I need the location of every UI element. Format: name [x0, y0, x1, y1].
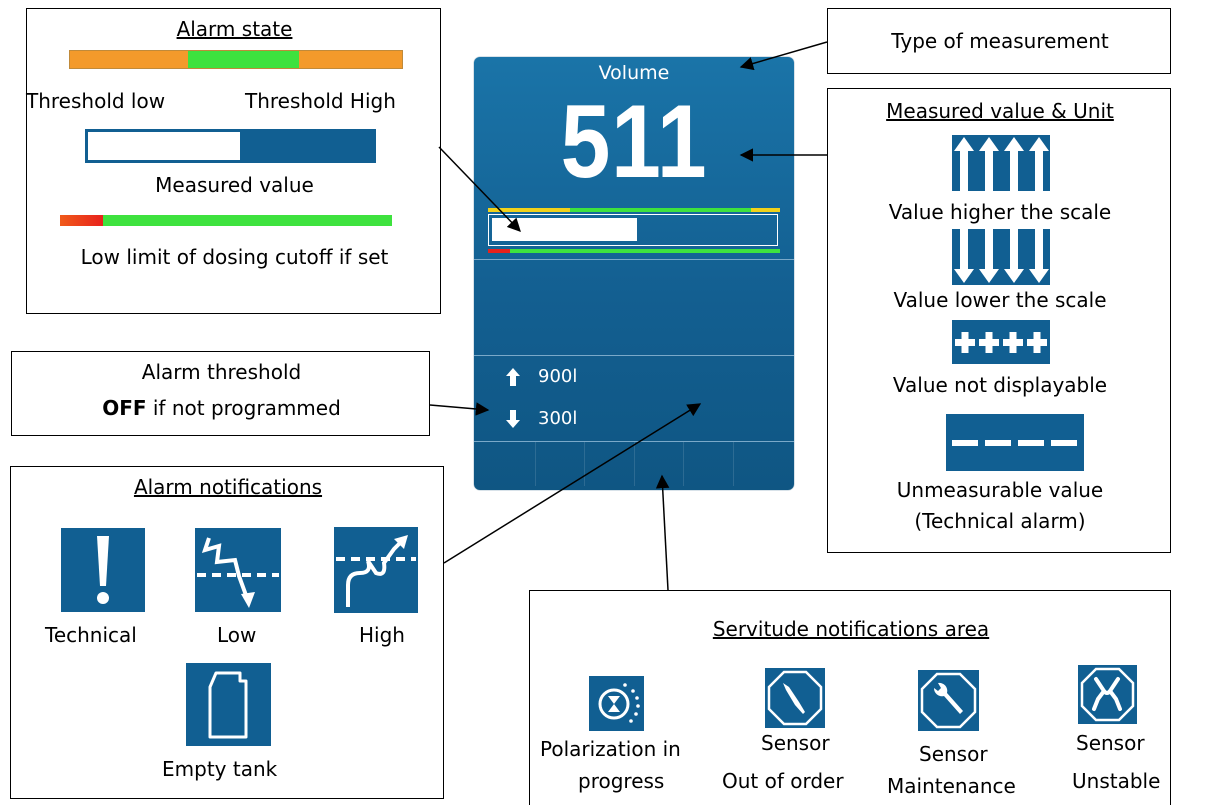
servitude-slots — [486, 442, 782, 486]
maintenance-label-line1: Sensor — [919, 742, 988, 766]
sensor-out-of-order-icon — [765, 668, 825, 728]
alarm-state-box: Alarm state Threshold low Threshold High… — [26, 8, 441, 314]
measured-value-display: 511 — [560, 84, 708, 200]
maintenance-label-line2: Maintenance — [887, 774, 1016, 798]
unstable-label-line2: Unstable — [1072, 769, 1161, 793]
measured-value-label: Measured value — [155, 173, 314, 197]
higher-scale-label: Value higher the scale — [888, 200, 1112, 224]
alarm-threshold-box: Alarm threshold OFF if not programmed — [11, 351, 430, 436]
off-note: if not programmed — [146, 396, 341, 420]
gauge-fill — [492, 218, 637, 241]
polarization-label-line1: Polarization in — [540, 737, 681, 761]
up-arrows-icon — [952, 135, 1050, 191]
type-of-measurement-label: Type of measurement — [891, 29, 1109, 53]
plus-signs-icon — [952, 320, 1050, 364]
gauge-threshold-bar — [488, 208, 780, 212]
technical-label: Technical — [45, 623, 137, 647]
high-alarm-icon — [334, 527, 418, 613]
alarm-threshold-title: Alarm threshold — [141, 360, 302, 384]
low-threshold-value: 300l — [538, 408, 578, 429]
arrow-up-icon — [506, 368, 520, 386]
measured-value-fill — [88, 132, 240, 160]
arrow-to-servitude — [655, 474, 670, 591]
polarization-icon — [589, 676, 644, 731]
dashes-icon — [946, 414, 1084, 471]
divider-middle — [474, 355, 794, 356]
high-label: High — [359, 623, 405, 647]
out-of-order-label-line2: Out of order — [722, 769, 844, 793]
lower-scale-label: Value lower the scale — [893, 288, 1107, 312]
type-of-measurement-box: Type of measurement — [827, 8, 1171, 74]
dosing-cutoff-label: Low limit of dosing cutoff if set — [80, 245, 389, 269]
high-threshold-value: 900l — [538, 366, 578, 387]
off-keyword: OFF — [102, 396, 147, 420]
alarm-notifications-box: Alarm notifications Technical Low High E… — [10, 466, 444, 799]
down-arrows-icon — [952, 229, 1050, 285]
gauge-frame — [488, 214, 778, 246]
empty-tank-icon — [186, 663, 271, 746]
measured-value-unit-box: Measured value & Unit Value higher the s… — [827, 88, 1171, 553]
unmeasurable-label: Unmeasurable value — [896, 478, 1104, 502]
not-displayable-label: Value not displayable — [892, 373, 1108, 397]
empty-tank-label: Empty tank — [162, 757, 278, 781]
low-label: Low — [217, 623, 257, 647]
threshold-high-label: Threshold High — [245, 89, 396, 113]
polarization-label-line2: progress — [578, 769, 665, 793]
exclamation-icon — [61, 528, 145, 612]
alarm-state-bar — [69, 50, 403, 69]
unstable-label-line1: Sensor — [1076, 731, 1145, 755]
alarm-notifications-title: Alarm notifications — [133, 475, 323, 499]
divider-top — [474, 259, 794, 260]
gauge-cutoff-bar — [488, 249, 780, 253]
measured-value-bar — [85, 129, 376, 163]
sensor-unstable-icon — [1078, 665, 1137, 724]
measured-value-unit-title: Measured value & Unit — [886, 99, 1114, 123]
sensor-maintenance-icon — [918, 670, 979, 731]
low-alarm-icon — [195, 528, 281, 612]
dosing-cutoff-bar — [60, 215, 392, 226]
servitude-notifications-box: Servitude notifications area Polarizatio… — [529, 590, 1171, 805]
measurement-type-label: Volume — [598, 62, 670, 84]
out-of-order-label-line1: Sensor — [761, 731, 830, 755]
alarm-threshold-note: OFF if not programmed — [12, 396, 431, 420]
threshold-low-label: Threshold low — [26, 89, 166, 113]
technical-alarm-label: (Technical alarm) — [914, 509, 1086, 533]
device-display: Volume 511 900l 300l — [474, 57, 794, 490]
arrow-down-icon — [506, 410, 520, 428]
alarm-state-title: Alarm state — [176, 17, 293, 41]
servitude-title: Servitude notifications area — [712, 617, 990, 641]
